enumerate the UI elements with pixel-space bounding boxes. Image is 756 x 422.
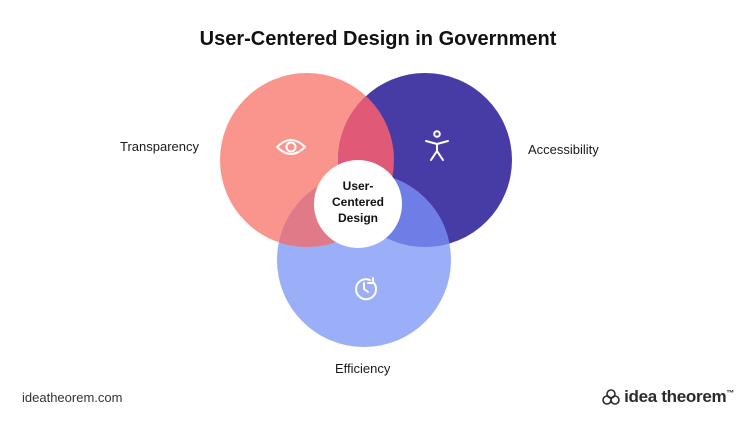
label-efficiency: Efficiency: [335, 361, 391, 376]
center-label-line: Centered: [331, 195, 384, 209]
clock-refresh-icon: [355, 277, 378, 301]
label-accessibility: Accessibility: [528, 142, 599, 157]
brand-logo: idea theorem™: [602, 386, 734, 408]
center-label-line: User-: [342, 179, 374, 193]
center-label-line: Design: [337, 211, 378, 225]
person-icon: [425, 130, 449, 161]
brand-name: idea theorem™: [624, 387, 734, 406]
overlap-accessibility-efficiency: [338, 173, 451, 247]
page-title: User-Centered Design in Government: [199, 28, 557, 50]
brand-mark-icon: [602, 389, 620, 405]
footer-url: ideatheorem.com: [22, 390, 123, 405]
center-circle: [314, 160, 402, 248]
label-transparency: Transparency: [120, 139, 199, 154]
eye-icon: [276, 139, 306, 155]
center-label: User- Centered Design: [315, 178, 401, 226]
